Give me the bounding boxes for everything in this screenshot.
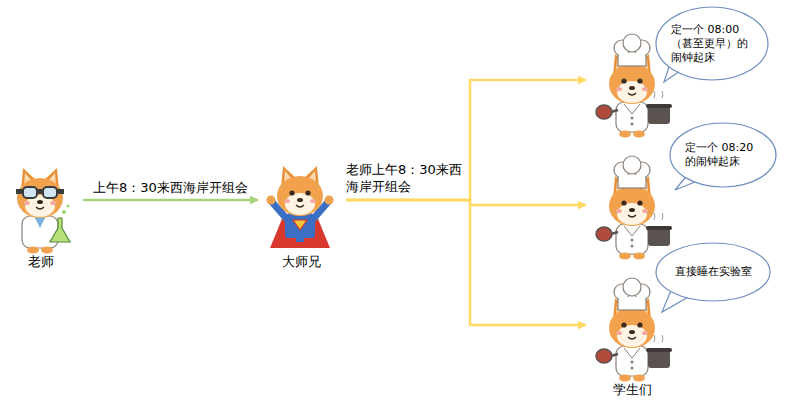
senior-figure xyxy=(267,166,334,248)
speech-bubble: 定一个 08:20的闹钟起床 xyxy=(669,122,777,188)
bubble-ellipse xyxy=(656,243,770,301)
senior-node: 大师兄 xyxy=(262,148,340,270)
bubble-ellipse xyxy=(670,123,776,187)
student-node xyxy=(590,152,674,258)
bubble-text: 定一个 08:20的闹钟起床 xyxy=(669,141,777,169)
bubble-text: 直接睡在实验室 xyxy=(659,265,768,279)
figure-label: 老师 xyxy=(3,254,79,270)
speech-bubble: 定一个 08:00（甚至更早）的闹钟起床 xyxy=(655,6,769,81)
teacher-figure xyxy=(16,168,70,254)
yellow-arrow xyxy=(346,200,586,325)
figure-label: 学生们 xyxy=(590,382,674,398)
bubble-ellipse xyxy=(656,7,768,80)
student-node: 学生们 xyxy=(590,274,674,398)
teacher-node: 老师 xyxy=(3,150,79,270)
bubble-text: 定一个 08:00（甚至更早）的闹钟起床 xyxy=(655,23,769,65)
edge-label: 上午8：30来西海岸开组会 xyxy=(91,179,250,196)
speech-bubble: 直接睡在实验室 xyxy=(655,242,771,302)
green-arrow xyxy=(83,199,258,202)
figure-label: 大师兄 xyxy=(262,254,340,270)
edge-label: 老师上午8：30来西海岸开组会 xyxy=(344,161,466,195)
chef-figures xyxy=(596,34,672,382)
